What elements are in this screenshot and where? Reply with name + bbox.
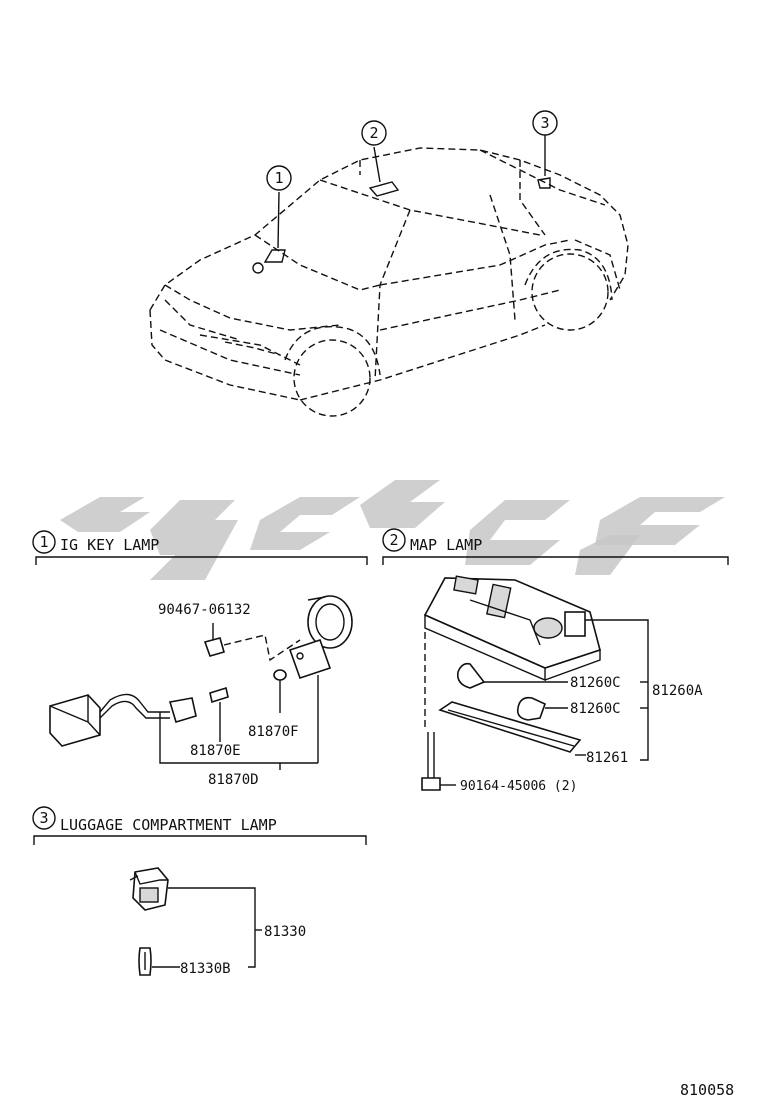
svg-text:1: 1 (39, 533, 48, 551)
lamp-holder-81870F (288, 595, 353, 680)
map-lamp-location (368, 181, 400, 197)
figure-code: 810058 (680, 1081, 734, 1099)
marker-2: 2 (361, 120, 387, 146)
svg-text:2: 2 (389, 531, 398, 549)
part-81261: 81261 (586, 750, 628, 766)
bulb-81260C-2 (516, 696, 546, 721)
screw-90164 (421, 732, 441, 791)
ig-key-lamp-location (263, 249, 286, 263)
section-1-bracket (35, 556, 368, 565)
section-1-title: IG KEY LAMP (60, 536, 159, 554)
section-2-number: 2 (382, 528, 406, 552)
section-1-number: 1 (32, 530, 56, 554)
section-ig-key-lamp: 1 IG KEY LAMP 90467-06132 81870F 81870E (32, 530, 368, 788)
section-3-bracket (33, 835, 367, 845)
bulb-81330B (138, 947, 152, 976)
bulb-81870E (209, 686, 229, 704)
section-3-number: 3 (32, 806, 56, 830)
part-90467-06132: 90467-06132 (158, 602, 251, 618)
svg-text:3: 3 (540, 114, 549, 132)
marker-1: 1 (266, 165, 292, 191)
socket-81330 (129, 867, 169, 911)
svg-text:1: 1 (274, 169, 283, 187)
part-81260A: 81260A (652, 683, 703, 699)
part-81330: 81330 (264, 924, 306, 940)
part-81870F: 81870F (248, 724, 299, 740)
section-2-bracket (382, 556, 729, 565)
part-81330B: 81330B (180, 961, 231, 977)
marker-3: 3 (532, 110, 558, 136)
watermark-logo (60, 480, 725, 580)
bulb-81260C-1 (456, 662, 486, 689)
luggage-lamp-location (537, 177, 551, 189)
wire-harness (49, 693, 197, 747)
section-3-title: LUGGAGE COMPARTMENT LAMP (60, 816, 277, 834)
part-81260C-1: 81260C (570, 675, 621, 691)
map-lamp-housing (423, 575, 601, 682)
section-luggage-lamp: 3 LUGGAGE COMPARTMENT LAMP 81330 81330B (32, 806, 367, 977)
svg-text:3: 3 (39, 809, 48, 827)
part-81870D: 81870D (208, 772, 259, 788)
part-81260C-2: 81260C (570, 701, 621, 717)
part-90164-45006: 90164-45006 (2) (460, 779, 577, 794)
svg-text:2: 2 (369, 124, 378, 142)
bulb-90467 (203, 637, 225, 657)
part-81870E: 81870E (190, 743, 241, 759)
lens (273, 669, 287, 681)
section-2-title: MAP LAMP (410, 536, 482, 554)
car-overview: 1 2 3 (149, 110, 629, 417)
section-map-lamp: 2 MAP LAMP (382, 528, 729, 794)
